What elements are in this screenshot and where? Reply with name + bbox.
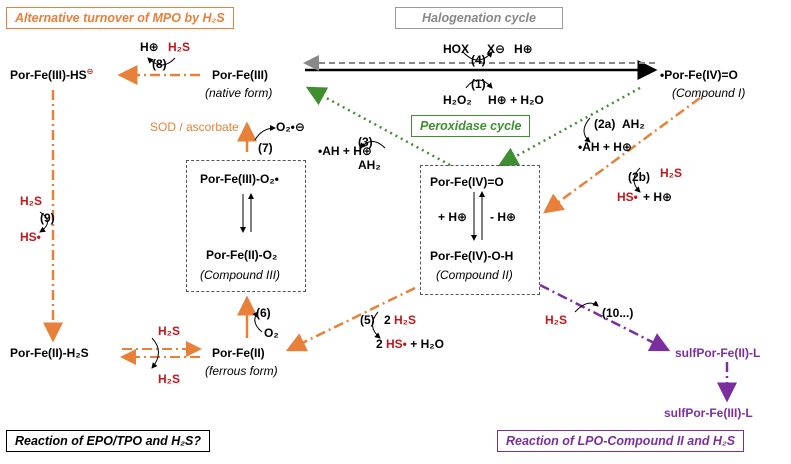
- step4-label: (4): [471, 53, 486, 67]
- compound2-label: (Compound II): [436, 268, 513, 282]
- native-form-label: (native form): [205, 86, 273, 100]
- h-plus-8: H⊕: [140, 40, 159, 54]
- hox-label: HOX: [443, 42, 470, 56]
- compound2-box: [420, 165, 540, 295]
- step6-curve: [252, 311, 263, 333]
- step10-curve: [574, 300, 599, 313]
- species-compound3-top: Por-Fe(III)-O₂•: [200, 172, 279, 186]
- ah-h-3-label: •AH + H⊕: [318, 144, 372, 158]
- step10-label: (10...): [602, 306, 634, 320]
- lpo-arrow-cii-sulf: [539, 283, 671, 352]
- hs-radical-2b: HS•: [617, 190, 638, 204]
- ah2-2a-label: AH₂: [622, 117, 645, 131]
- step2a-label: (2a): [594, 117, 616, 131]
- h2s-8: H₂S: [168, 40, 191, 54]
- hs-radical-9: HS•: [20, 230, 41, 244]
- ah-h-2a-label: •AH + H⊕: [578, 140, 632, 154]
- species-compound3-bottom: Por-Fe(II)-O₂: [206, 248, 278, 262]
- h-plus-2b: + H⊕: [643, 190, 673, 204]
- h2s-arrow-cii-fe2: [285, 286, 416, 352]
- h2s-9: H₂S: [20, 194, 43, 208]
- x-minus-label: X⊖: [487, 42, 506, 56]
- step3-curve: [359, 141, 386, 149]
- h2o2-label: H₂O₂: [443, 93, 472, 107]
- h2s-eq-top: H₂S: [158, 324, 181, 338]
- step8-label: (8): [152, 57, 167, 71]
- peroxidase-title: Peroxidase cycle: [411, 115, 531, 137]
- o2-6: O₂: [264, 326, 279, 340]
- step7-curve: [254, 125, 276, 141]
- species-sulf-fe2: sulfPor-Fe(II)-L: [675, 346, 761, 360]
- species-fe3-hs: Por-Fe(III)-HS⊖: [10, 67, 94, 83]
- step2b-curve: [633, 167, 641, 193]
- step8-curve: [147, 57, 176, 66]
- step1-label: (1): [471, 77, 486, 91]
- o2-radical-7: O₂•⊖: [276, 120, 305, 134]
- species-fe2-h2s: Por-Fe(II)-H₂S: [10, 346, 89, 360]
- step5-label: (5): [360, 313, 375, 327]
- species-compound1: •Por-Fe(IV)=O: [660, 68, 738, 82]
- halogenation-title: Halogenation cycle: [395, 7, 563, 29]
- compound3-box: [186, 160, 306, 292]
- h2s-10: H₂S: [545, 313, 568, 327]
- minus-h-cii-label: - H⊕: [490, 210, 517, 224]
- h-plus-cii-label: + H⊕: [438, 210, 468, 224]
- step2b-label: (2b): [628, 170, 650, 184]
- step5-curve: [372, 311, 381, 339]
- h2s-2b-label: H₂S: [660, 166, 683, 180]
- step2a-curve: [583, 117, 591, 143]
- h2s-eq-bottom: H₂S: [158, 372, 181, 386]
- two-hs-5: 2 HS• + H₂O: [376, 337, 444, 351]
- compound3-label: (Compound III): [200, 268, 281, 282]
- sod-label: SOD / ascorbate: [150, 120, 239, 134]
- compound1-label: (Compound I): [672, 86, 746, 100]
- alt-turnover-title: Alternative turnover of MPO by H₂S: [6, 7, 234, 29]
- step7-label: (7): [258, 141, 273, 155]
- step3-label: (3): [358, 135, 373, 149]
- ah2-3-label: AH₂: [358, 158, 381, 172]
- two-h2s-5: 2 H₂S: [384, 313, 417, 327]
- step9-curve: [39, 211, 48, 233]
- step6-label: (6): [256, 306, 271, 320]
- step4-curve: [462, 51, 493, 61]
- species-fe2: Por-Fe(II): [212, 346, 265, 360]
- step1-curve: [465, 79, 493, 89]
- h2s-arrow-ci-cii: [542, 96, 701, 214]
- h-plus-top: H⊕: [514, 42, 533, 56]
- epo-tpo-title: Reaction of EPO/TPO and H₂S?: [6, 430, 211, 452]
- lpo-title: Reaction of LPO-Compound II and H₂S: [497, 430, 745, 452]
- species-compound2-bottom: Por-Fe(IV)-O-H: [430, 249, 514, 263]
- peroxidase-arrow-ci-cii: [497, 86, 641, 167]
- eq-curve: [151, 337, 159, 369]
- h-plus-h2o-label: H⊕ + H₂O: [488, 93, 544, 107]
- step9-label: (9): [40, 211, 55, 225]
- species-native: Por-Fe(III): [212, 68, 268, 82]
- ferrous-form-label: (ferrous form): [205, 364, 278, 378]
- species-compound2-top: Por-Fe(IV)=O: [430, 175, 504, 189]
- species-sulf-fe3: sulfPor-Fe(III)-L: [664, 406, 753, 420]
